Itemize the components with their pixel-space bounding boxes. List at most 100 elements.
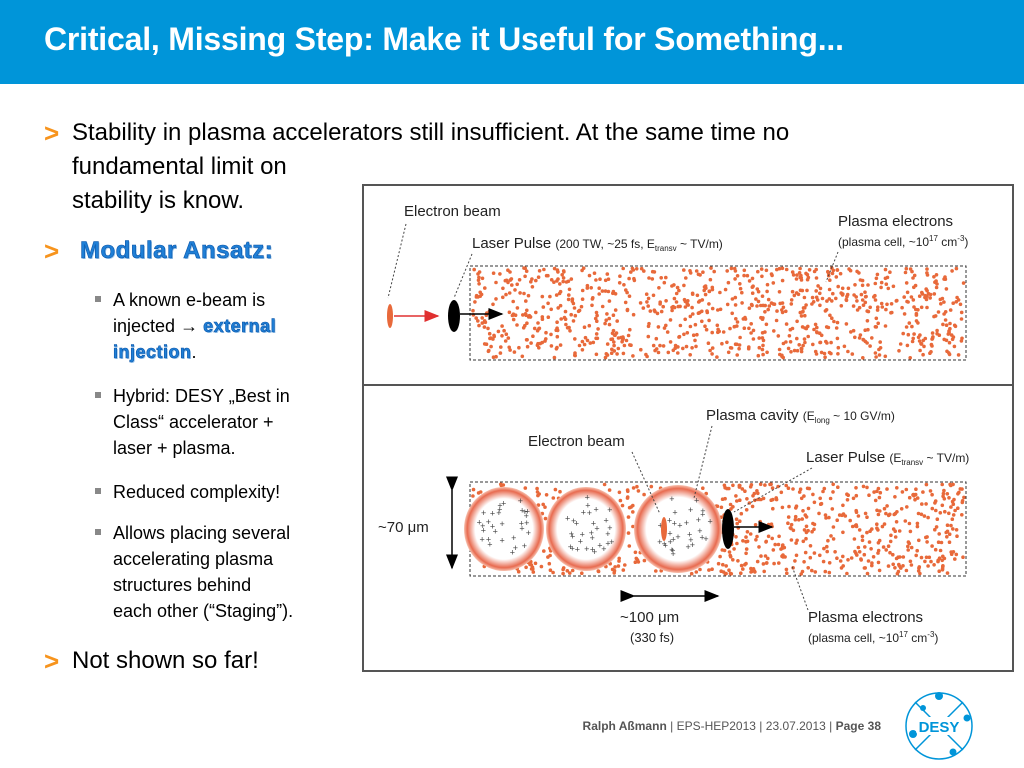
plasma-dot (625, 496, 630, 500)
plasma-dot (604, 318, 608, 322)
plasma-dot (483, 320, 488, 325)
plasma-dot (960, 487, 964, 491)
plasma-dot (756, 289, 761, 294)
plasma-dot (924, 297, 929, 302)
plasma-dot (956, 353, 961, 357)
plasma-dot (874, 276, 879, 281)
plasma-dot (848, 518, 852, 523)
plasma-dot (916, 335, 921, 340)
plasma-dot (766, 522, 771, 527)
ion-plus: + (481, 526, 486, 536)
ion-plus: + (518, 496, 523, 506)
plasma-dot (523, 486, 528, 490)
plasma-dot (738, 498, 742, 503)
plasma-dot (480, 321, 485, 325)
plasma-dot (735, 320, 740, 324)
plasma-dot (836, 345, 841, 350)
plasma-dot (734, 317, 738, 321)
plasma-dot (476, 491, 481, 495)
plasma-dot (780, 278, 785, 283)
sub-bullet-square-1 (95, 296, 101, 302)
plasma-dot (477, 323, 481, 328)
plasma-dot (515, 306, 520, 310)
plasma-dot (605, 342, 610, 346)
plasma-dot (942, 556, 947, 561)
plasma-dot (947, 340, 952, 345)
plasma-dot (761, 343, 765, 348)
plasma-dot (650, 269, 655, 274)
plasma-dot (757, 336, 761, 340)
ion-plus: + (574, 518, 579, 528)
plasma-dot (784, 567, 789, 572)
plasma-dot (548, 294, 552, 299)
plasma-dot (858, 333, 863, 337)
plasma-dot (834, 275, 839, 279)
plasma-dot (755, 287, 760, 291)
plasma-dot (833, 550, 837, 554)
plasma-dot (866, 283, 870, 287)
plasma-dot (577, 343, 582, 348)
plasma-dot (631, 354, 635, 358)
plasma-dot (541, 305, 546, 309)
plasma-dot (934, 525, 939, 529)
plasma-dot (852, 537, 857, 541)
plasma-dot (525, 308, 529, 313)
plasma-dot (759, 554, 763, 558)
plasma-dot (860, 298, 865, 302)
plasma-dot (688, 353, 692, 357)
plasma-dot (504, 292, 508, 297)
plasma-dot (853, 335, 857, 340)
ion-plus: + (594, 505, 599, 515)
plasma-dot (662, 326, 667, 330)
plasma-dot (602, 482, 607, 487)
plasma-dot (549, 344, 554, 348)
sub-bullet-2-line-1: Hybrid: DESY „Best in (113, 386, 290, 406)
plasma-dot (659, 309, 664, 314)
plasma-dot (540, 294, 545, 299)
ion-plus: + (663, 541, 668, 551)
plasma-dot (537, 326, 542, 331)
plasma-dot (860, 278, 865, 283)
plasma-dot (631, 312, 636, 317)
plasma-dot (644, 292, 649, 296)
plasma-dot (811, 342, 815, 347)
plasma-dot (696, 311, 701, 315)
plasma-dot (910, 269, 914, 274)
plasma-dot (749, 570, 753, 574)
plasma-dot (554, 293, 559, 297)
plasma-dot (815, 330, 819, 334)
plasma-dot (807, 268, 812, 272)
plasma-dot (777, 561, 781, 565)
top-laser-detail: (200 TW, ~25 fs, E (555, 237, 655, 251)
plasma-dot (901, 564, 905, 568)
plasma-dot (507, 291, 512, 295)
ion-plus: + (670, 545, 675, 555)
plasma-dot (874, 325, 879, 329)
plasma-dot (818, 496, 822, 501)
plasma-dot (605, 312, 609, 316)
plasma-dot (757, 345, 762, 350)
ion-plus: + (490, 521, 495, 531)
plasma-dot (561, 567, 565, 572)
plasma-dot (928, 351, 932, 355)
plasma-dot (798, 310, 803, 315)
bullet-marker-3: > (44, 646, 60, 676)
plasma-dot (859, 292, 864, 297)
plasma-dot (627, 544, 632, 548)
ion-plus: + (487, 540, 492, 550)
plasma-dot (540, 317, 545, 321)
plasma-dot (668, 340, 673, 344)
plasma-dot (918, 348, 922, 353)
plasma-dot (800, 517, 804, 521)
plasma-dot (800, 569, 805, 574)
plasma-dot (735, 499, 739, 503)
plasma-dot (827, 561, 832, 565)
plasma-dot (753, 523, 758, 527)
plasma-dot (870, 561, 874, 565)
plasma-dot (501, 286, 505, 291)
plasma-dot (488, 336, 492, 341)
plasma-dot (521, 313, 525, 317)
plasma-dot (881, 545, 886, 549)
plasma-dot (703, 292, 708, 297)
bottom-electron-bunch (661, 517, 667, 541)
